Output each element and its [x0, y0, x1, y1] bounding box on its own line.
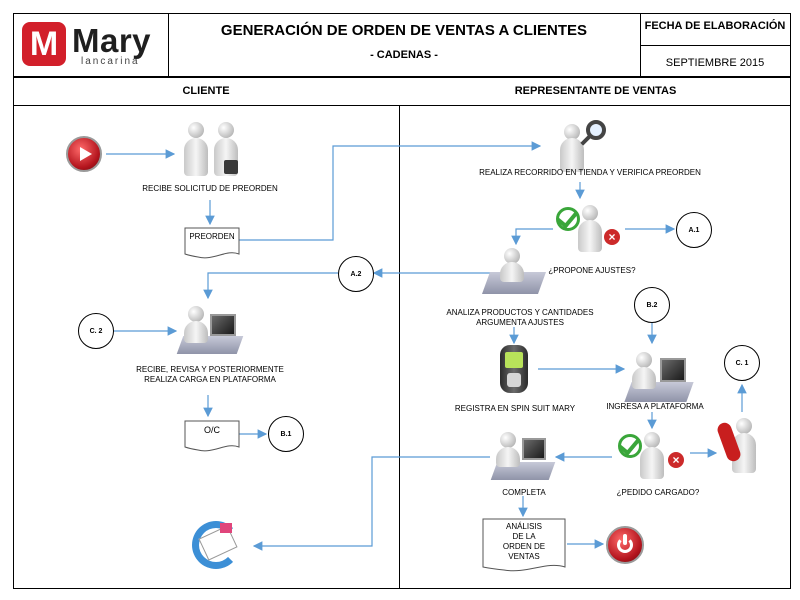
step-completa: COMPLETA — [502, 488, 546, 497]
search-person-icon — [558, 118, 614, 178]
step-propone-ajustes: ¿PROPONE AJUSTES? — [548, 266, 636, 275]
page-title: GENERACIÓN DE ORDEN DE VENTAS A CLIENTES — [220, 22, 588, 39]
handshake-icon — [180, 120, 242, 182]
oc-label: O/C — [203, 425, 220, 435]
preorden-document — [184, 227, 240, 259]
arrow-check-to-analiza — [511, 228, 553, 246]
power-icon — [617, 537, 633, 553]
step-realiza-recorrido: REALIZA RECORRIDO EN TIENDA Y VERIFICA P… — [479, 168, 701, 177]
logo-subtext: lancarina — [81, 56, 140, 67]
writing-person-icon — [481, 246, 547, 300]
decision-propone-icon: × — [556, 203, 622, 255]
oc-document — [184, 420, 240, 452]
red-phone-icon — [715, 414, 764, 480]
analisis-line-3: ORDEN DE — [502, 542, 546, 551]
play-icon — [80, 147, 92, 161]
connector-a1: A.1 — [676, 212, 712, 248]
lane-divider — [399, 105, 400, 589]
step-ingresa: INGRESA A PLATAFORMA — [606, 402, 704, 411]
date-value: SEPTIEMBRE 2015 — [665, 57, 765, 69]
platform-user-icon — [624, 344, 694, 408]
step-pedido-cargado: ¿PEDIDO CARGADO? — [616, 488, 700, 497]
analisis-document — [482, 518, 566, 572]
page-subtitle: - CADENAS - — [370, 49, 438, 61]
lane-cliente: CLIENTE — [182, 85, 230, 97]
step-registra: REGISTRA EN SPIN SUIT MARY — [454, 404, 576, 413]
step-analiza-2: ARGUMENTA AJUSTES — [476, 318, 564, 327]
swimlane-frame — [13, 77, 791, 589]
end-button — [606, 526, 644, 564]
step-analiza-1: ANALIZA PRODUCTOS Y CANTIDADES — [446, 308, 594, 317]
step-recibe-revisa-1: RECIBE, REVISA Y POSTERIORMENTE — [136, 365, 284, 374]
logo-word: Mary — [72, 22, 152, 59]
analisis-line-1: ANÁLISIS — [505, 522, 542, 531]
phone-icon — [500, 345, 528, 393]
connector-b2: B.2 — [634, 287, 670, 323]
email-sync-icon — [186, 515, 246, 575]
step-recibe-solicitud: RECIBE SOLICITUD DE PREORDEN — [142, 184, 278, 193]
lane-header-divider — [13, 105, 791, 106]
complete-user-icon — [490, 428, 556, 488]
computer-user-icon — [176, 300, 244, 360]
step-recibe-revisa-2: REALIZA CARGA EN PLATAFORMA — [144, 375, 276, 384]
preorden-label: PREORDEN — [189, 232, 235, 241]
connector-a2: A.2 — [338, 256, 374, 292]
date-divider — [640, 45, 791, 46]
connector-c2: C. 2 — [78, 313, 114, 349]
date-label: FECHA DE ELABORACIÓN — [644, 20, 786, 32]
logo-mark: M — [22, 22, 66, 66]
arrow-completa-to-email — [252, 456, 490, 551]
arrow-preorden-to-recorrido — [238, 141, 542, 241]
connector-b1: B.1 — [268, 416, 304, 452]
decision-pedido-icon: × — [618, 430, 688, 482]
header-divider-1 — [168, 13, 169, 77]
analisis-line-2: DE LA — [512, 532, 536, 541]
cross-icon: × — [668, 452, 684, 468]
start-button — [66, 136, 102, 172]
cross-icon: × — [604, 229, 620, 245]
connector-c1: C. 1 — [724, 345, 760, 381]
arrow-a2-to-recibe — [203, 272, 338, 300]
lane-representante: REPRESENTANTE DE VENTAS — [514, 85, 677, 97]
analisis-line-4: VENTAS — [508, 552, 540, 561]
